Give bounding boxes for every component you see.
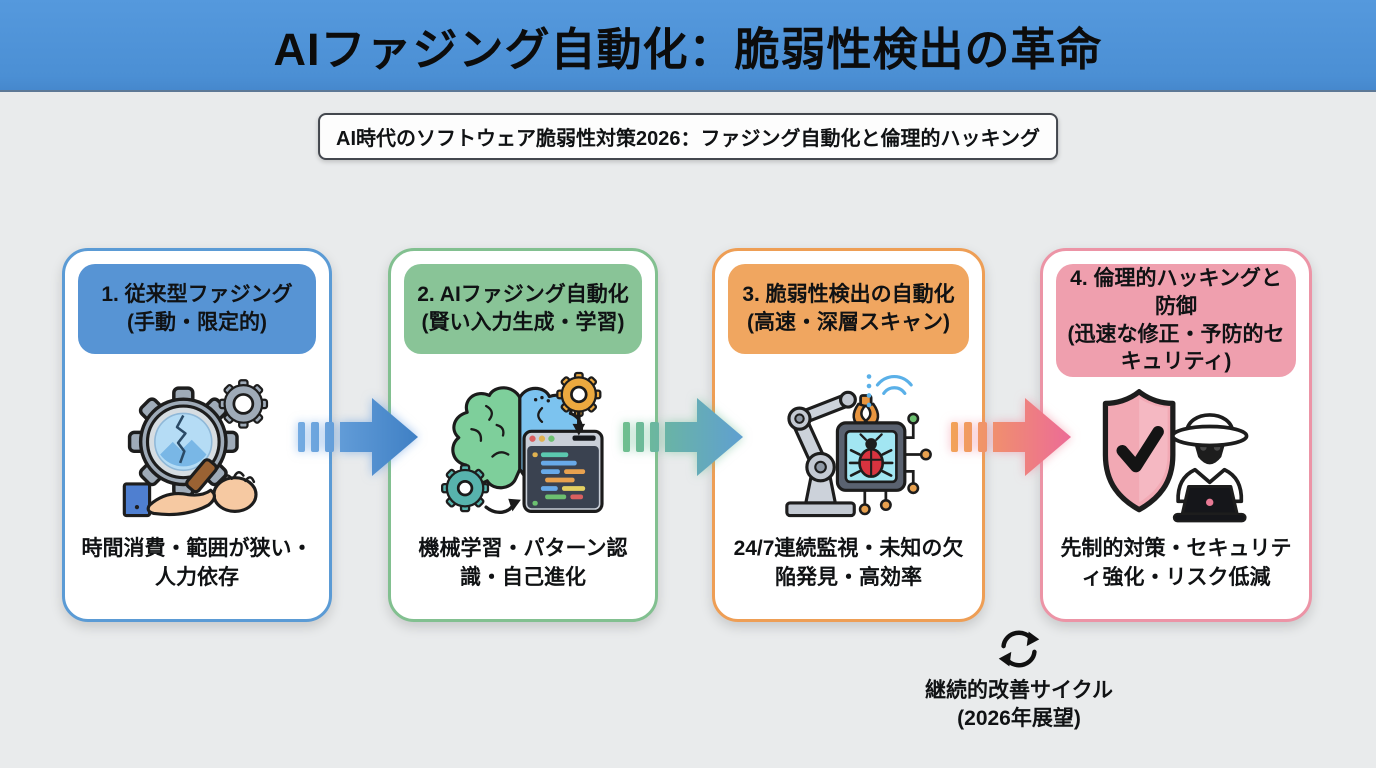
cycle-note: 継続的改善サイクル (2026年展望) xyxy=(905,626,1133,734)
card-header-line2: (高速・深層スキャン) xyxy=(747,311,950,334)
cycle-refresh-icon xyxy=(905,626,1133,677)
card-caption: 時間消費・範囲が狭い・人力依存 xyxy=(81,537,313,590)
card-header-line2: (手動・限定的) xyxy=(127,311,267,334)
card-header-line1: 4. 倫理的ハッキングと防御 xyxy=(1070,267,1282,318)
card-header-line1: 1. 従来型ファジング xyxy=(101,283,293,307)
card-header-line1: 2. AIファジング自動化 xyxy=(417,283,629,307)
robot-arm-chip-bug-icon xyxy=(758,354,940,535)
card-header-line1: 3. 脆弱性検出の自動化 xyxy=(742,283,955,307)
ai-brain-code-icon xyxy=(432,354,614,535)
page-title: AIファジング自動化：脆弱性検出の革命 xyxy=(273,23,1103,75)
card-traditional-fuzzing: 1. 従来型ファジング (手動・限定的) 時間消費・範囲が狭い・人力依存 xyxy=(62,248,332,622)
card-caption: 先制的対策・セキュリティ強化・リスク低減 xyxy=(1060,537,1292,590)
subtitle-banner: AI時代のソフトウェア脆弱性対策2026：ファジング自動化と倫理的ハッキング xyxy=(318,113,1058,160)
flow-arrow-1 xyxy=(298,393,420,481)
cycle-note-line1: 継続的改善サイクル xyxy=(925,679,1113,702)
card-header: 4. 倫理的ハッキングと防御 (迅速な修正・予防的セキュリティ) xyxy=(1056,264,1296,378)
card-header: 3. 脆弱性検出の自動化 (高速・深層スキャン) xyxy=(728,264,969,354)
flow-arrow-3 xyxy=(951,393,1073,481)
shield-spy-hacker-icon xyxy=(1085,377,1267,535)
card-ai-fuzzing-automation: 2. AIファジング自動化 (賢い入力生成・学習) xyxy=(388,248,658,622)
cycle-note-line2: (2026年展望) xyxy=(957,707,1081,731)
card-header-line2: (賢い入力生成・学習) xyxy=(421,311,625,334)
flow-arrow-2 xyxy=(623,393,745,481)
card-ethical-hacking-defense: 4. 倫理的ハッキングと防御 (迅速な修正・予防的セキュリティ) 先制的対策・セ… xyxy=(1040,248,1312,622)
card-header: 1. 従来型ファジング (手動・限定的) xyxy=(78,264,316,354)
card-header: 2. AIファジング自動化 (賢い入力生成・学習) xyxy=(404,264,642,354)
magnifier-gear-hands-icon xyxy=(106,354,288,535)
card-vulnerability-detection-automation: 3. 脆弱性検出の自動化 (高速・深層スキャン) xyxy=(712,248,985,622)
page-header: AIファジング自動化：脆弱性検出の革命 xyxy=(0,0,1376,92)
card-caption: 機械学習・パターン認識・自己進化 xyxy=(418,537,628,590)
card-header-line2: (迅速な修正・予防的セキュリティ) xyxy=(1067,322,1285,374)
card-caption: 24/7連続監視・未知の欠陥発見・高効率 xyxy=(733,537,964,590)
